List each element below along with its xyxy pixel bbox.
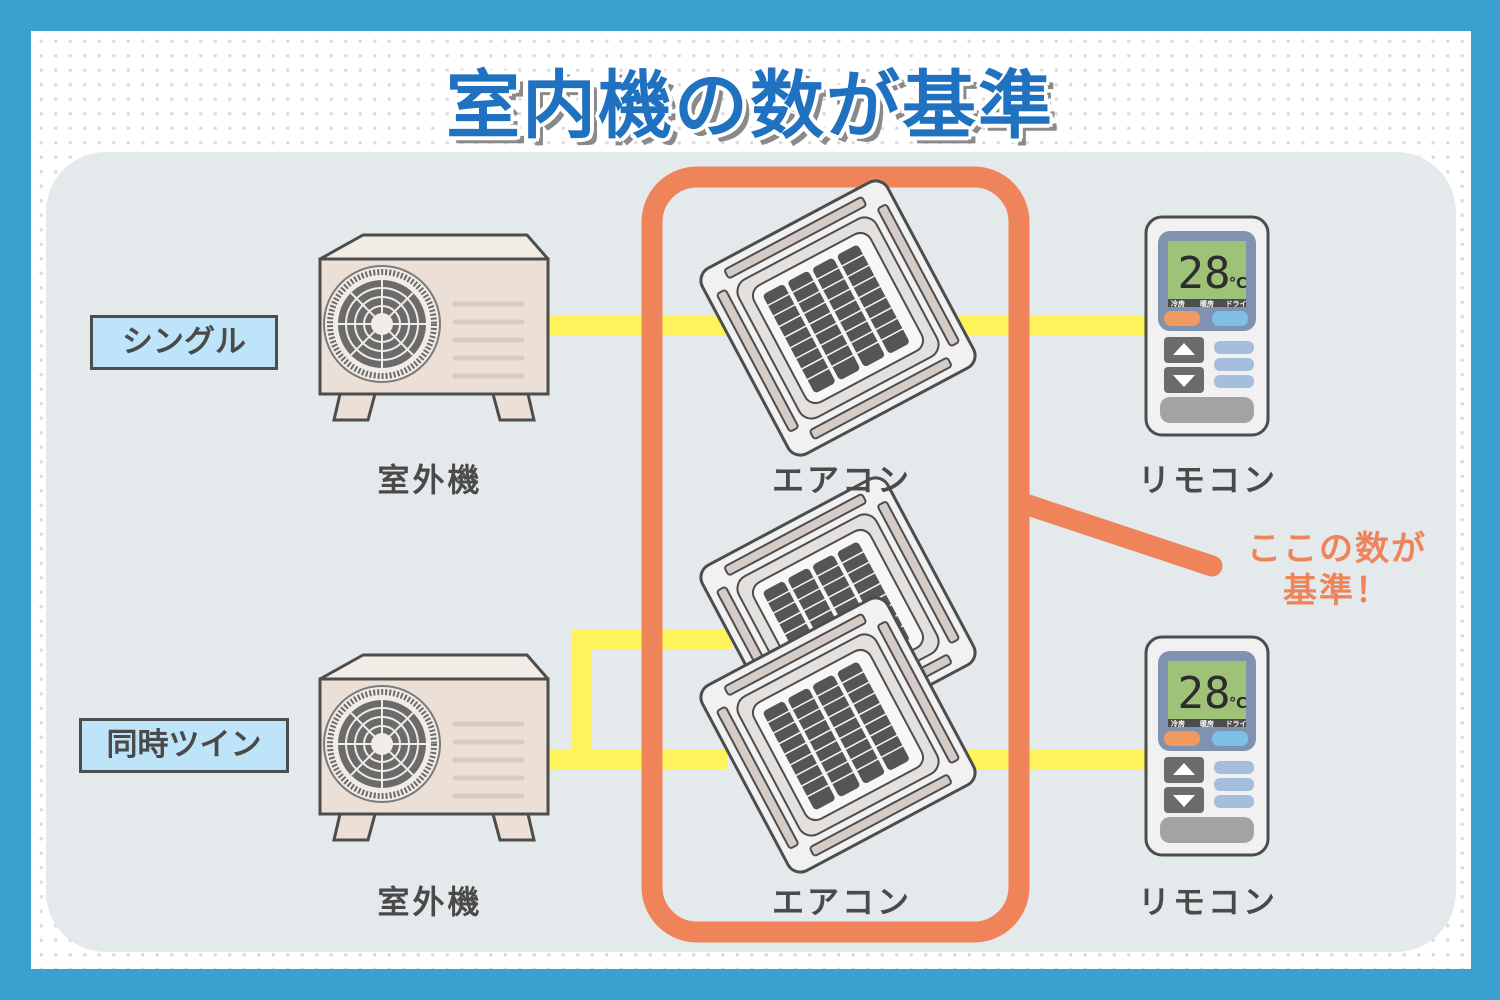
outdoor-unit-icon <box>320 655 548 840</box>
remote-temperature-unit: ℃ <box>1229 274 1247 292</box>
cassette-aircon-icon <box>694 174 982 462</box>
indoor-unit-highlight-box <box>641 166 1030 943</box>
refrigerant-pipe-single <box>527 316 1145 336</box>
callout-line-2: 基準！ <box>1283 571 1391 611</box>
aircon-label: エアコン <box>771 883 912 921</box>
remote-mode-dry: ドライ <box>1226 720 1247 728</box>
remote-mode-heat: 暖房 <box>1200 299 1214 308</box>
remote-control-icon: 28 ℃ 冷房 暖房 ドライ <box>1144 215 1270 437</box>
refrigerant-pipe-twin <box>527 630 1145 770</box>
remote-mode-dry: ドライ <box>1226 300 1247 308</box>
aircon-label: エアコン <box>771 461 912 499</box>
callout-pointer-line <box>1017 494 1223 577</box>
callout-line-1: ここの数が <box>1247 529 1427 569</box>
remote-temperature: 28 <box>1178 248 1231 299</box>
remote-temperature: 28 <box>1178 668 1231 719</box>
system-type-tag-single: シングル <box>90 315 278 370</box>
remote-label: リモコン <box>1137 461 1278 499</box>
remote-temperature-unit: ℃ <box>1229 694 1247 712</box>
system-type-tag-twin: 同時ツイン <box>79 718 289 773</box>
outdoor-unit-label: 室外機 <box>377 461 483 499</box>
outdoor-unit-label: 室外機 <box>377 883 483 921</box>
page-title: 室内機の数が基準 <box>446 63 1054 149</box>
remote-label: リモコン <box>1137 883 1278 921</box>
outdoor-unit-icon <box>320 235 548 420</box>
remote-mode-heat: 暖房 <box>1200 719 1214 728</box>
remote-mode-cool: 冷房 <box>1171 299 1185 308</box>
remote-control-icon: 28 ℃ 冷房 暖房 ドライ <box>1144 635 1270 857</box>
remote-mode-cool: 冷房 <box>1171 719 1185 728</box>
callout-text: ここの数が 基準！ <box>1222 528 1452 612</box>
